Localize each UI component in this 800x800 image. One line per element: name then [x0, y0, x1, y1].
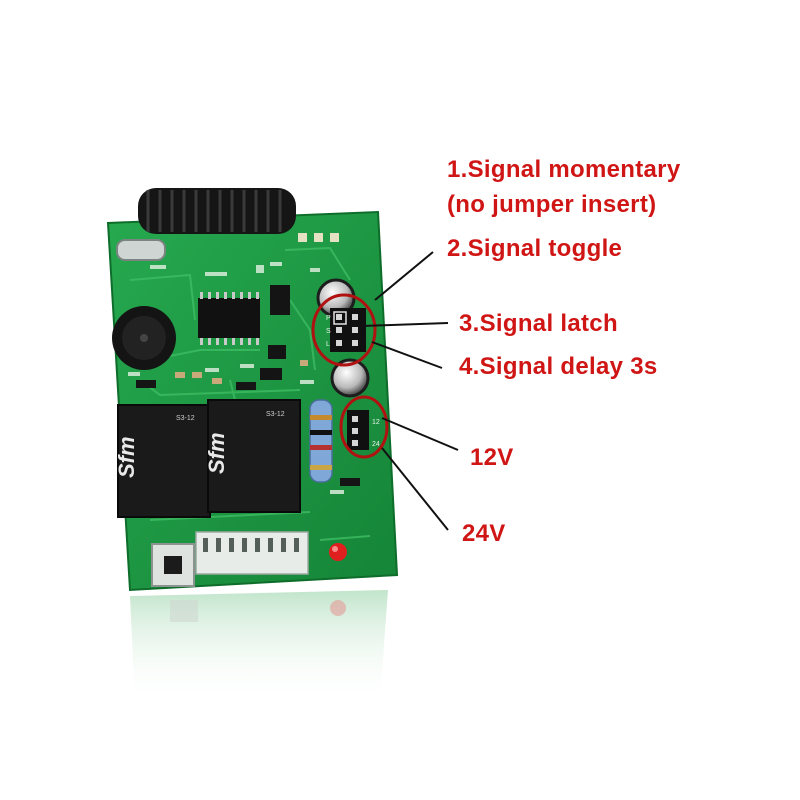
- small-ic: [268, 345, 286, 359]
- push-button[interactable]: [151, 543, 195, 587]
- mode-jumper-highlight: [311, 293, 377, 367]
- diode: [340, 478, 360, 486]
- ic-chip: [198, 292, 260, 345]
- relay-model: S3-12: [266, 411, 285, 418]
- voltage-letter-24: 24: [372, 441, 380, 448]
- diode: [136, 380, 156, 388]
- jumper-letter-l: L: [326, 341, 330, 348]
- smd-parts: [175, 360, 308, 384]
- relay-k2: Sfm S3-12: [204, 399, 301, 513]
- voltage-jumper-highlight: [339, 395, 389, 459]
- callout-mode3: 3.Signal latch: [459, 310, 618, 337]
- relay-brand: Sfm: [114, 436, 139, 478]
- callout-voltage-24: 24V: [462, 520, 506, 547]
- relay-model: S3-12: [176, 415, 195, 422]
- relay-brand: Sfm: [204, 432, 229, 474]
- jumper-letter-s: S: [326, 328, 331, 335]
- antenna-coil: [138, 188, 296, 234]
- capacitor: [330, 358, 370, 398]
- buzzer: [112, 306, 176, 370]
- voltage-jumper-header[interactable]: [347, 410, 369, 450]
- callout-lines: [361, 251, 459, 531]
- board-reflection: [130, 590, 388, 705]
- resistor: [309, 399, 333, 483]
- led-indicator: [329, 543, 347, 561]
- screw-terminal: [195, 531, 309, 575]
- callout-circles: [311, 293, 389, 459]
- crystal-oscillator: [116, 239, 166, 261]
- relay-k1: Sfm S3-12: [114, 404, 211, 518]
- small-ic: [270, 285, 290, 315]
- callout-voltage-12: 12V: [470, 444, 514, 471]
- transistor: [260, 368, 282, 380]
- diode: [236, 382, 256, 390]
- pad-row: [298, 233, 339, 242]
- voltage-letter-12: 12: [372, 419, 380, 426]
- jumper-letter-p: P: [326, 315, 331, 322]
- mode-jumper-header[interactable]: [330, 308, 366, 352]
- callout-mode4: 4.Signal delay 3s: [459, 353, 658, 380]
- callout-mode2: 2.Signal toggle: [447, 235, 623, 262]
- voltage-letters: 12 24: [372, 419, 380, 448]
- jumper-letters: P S L: [326, 315, 331, 348]
- callout-mode1-note: (no jumper insert): [447, 191, 657, 218]
- callout-mode1-title: 1.Signal momentary: [447, 156, 681, 183]
